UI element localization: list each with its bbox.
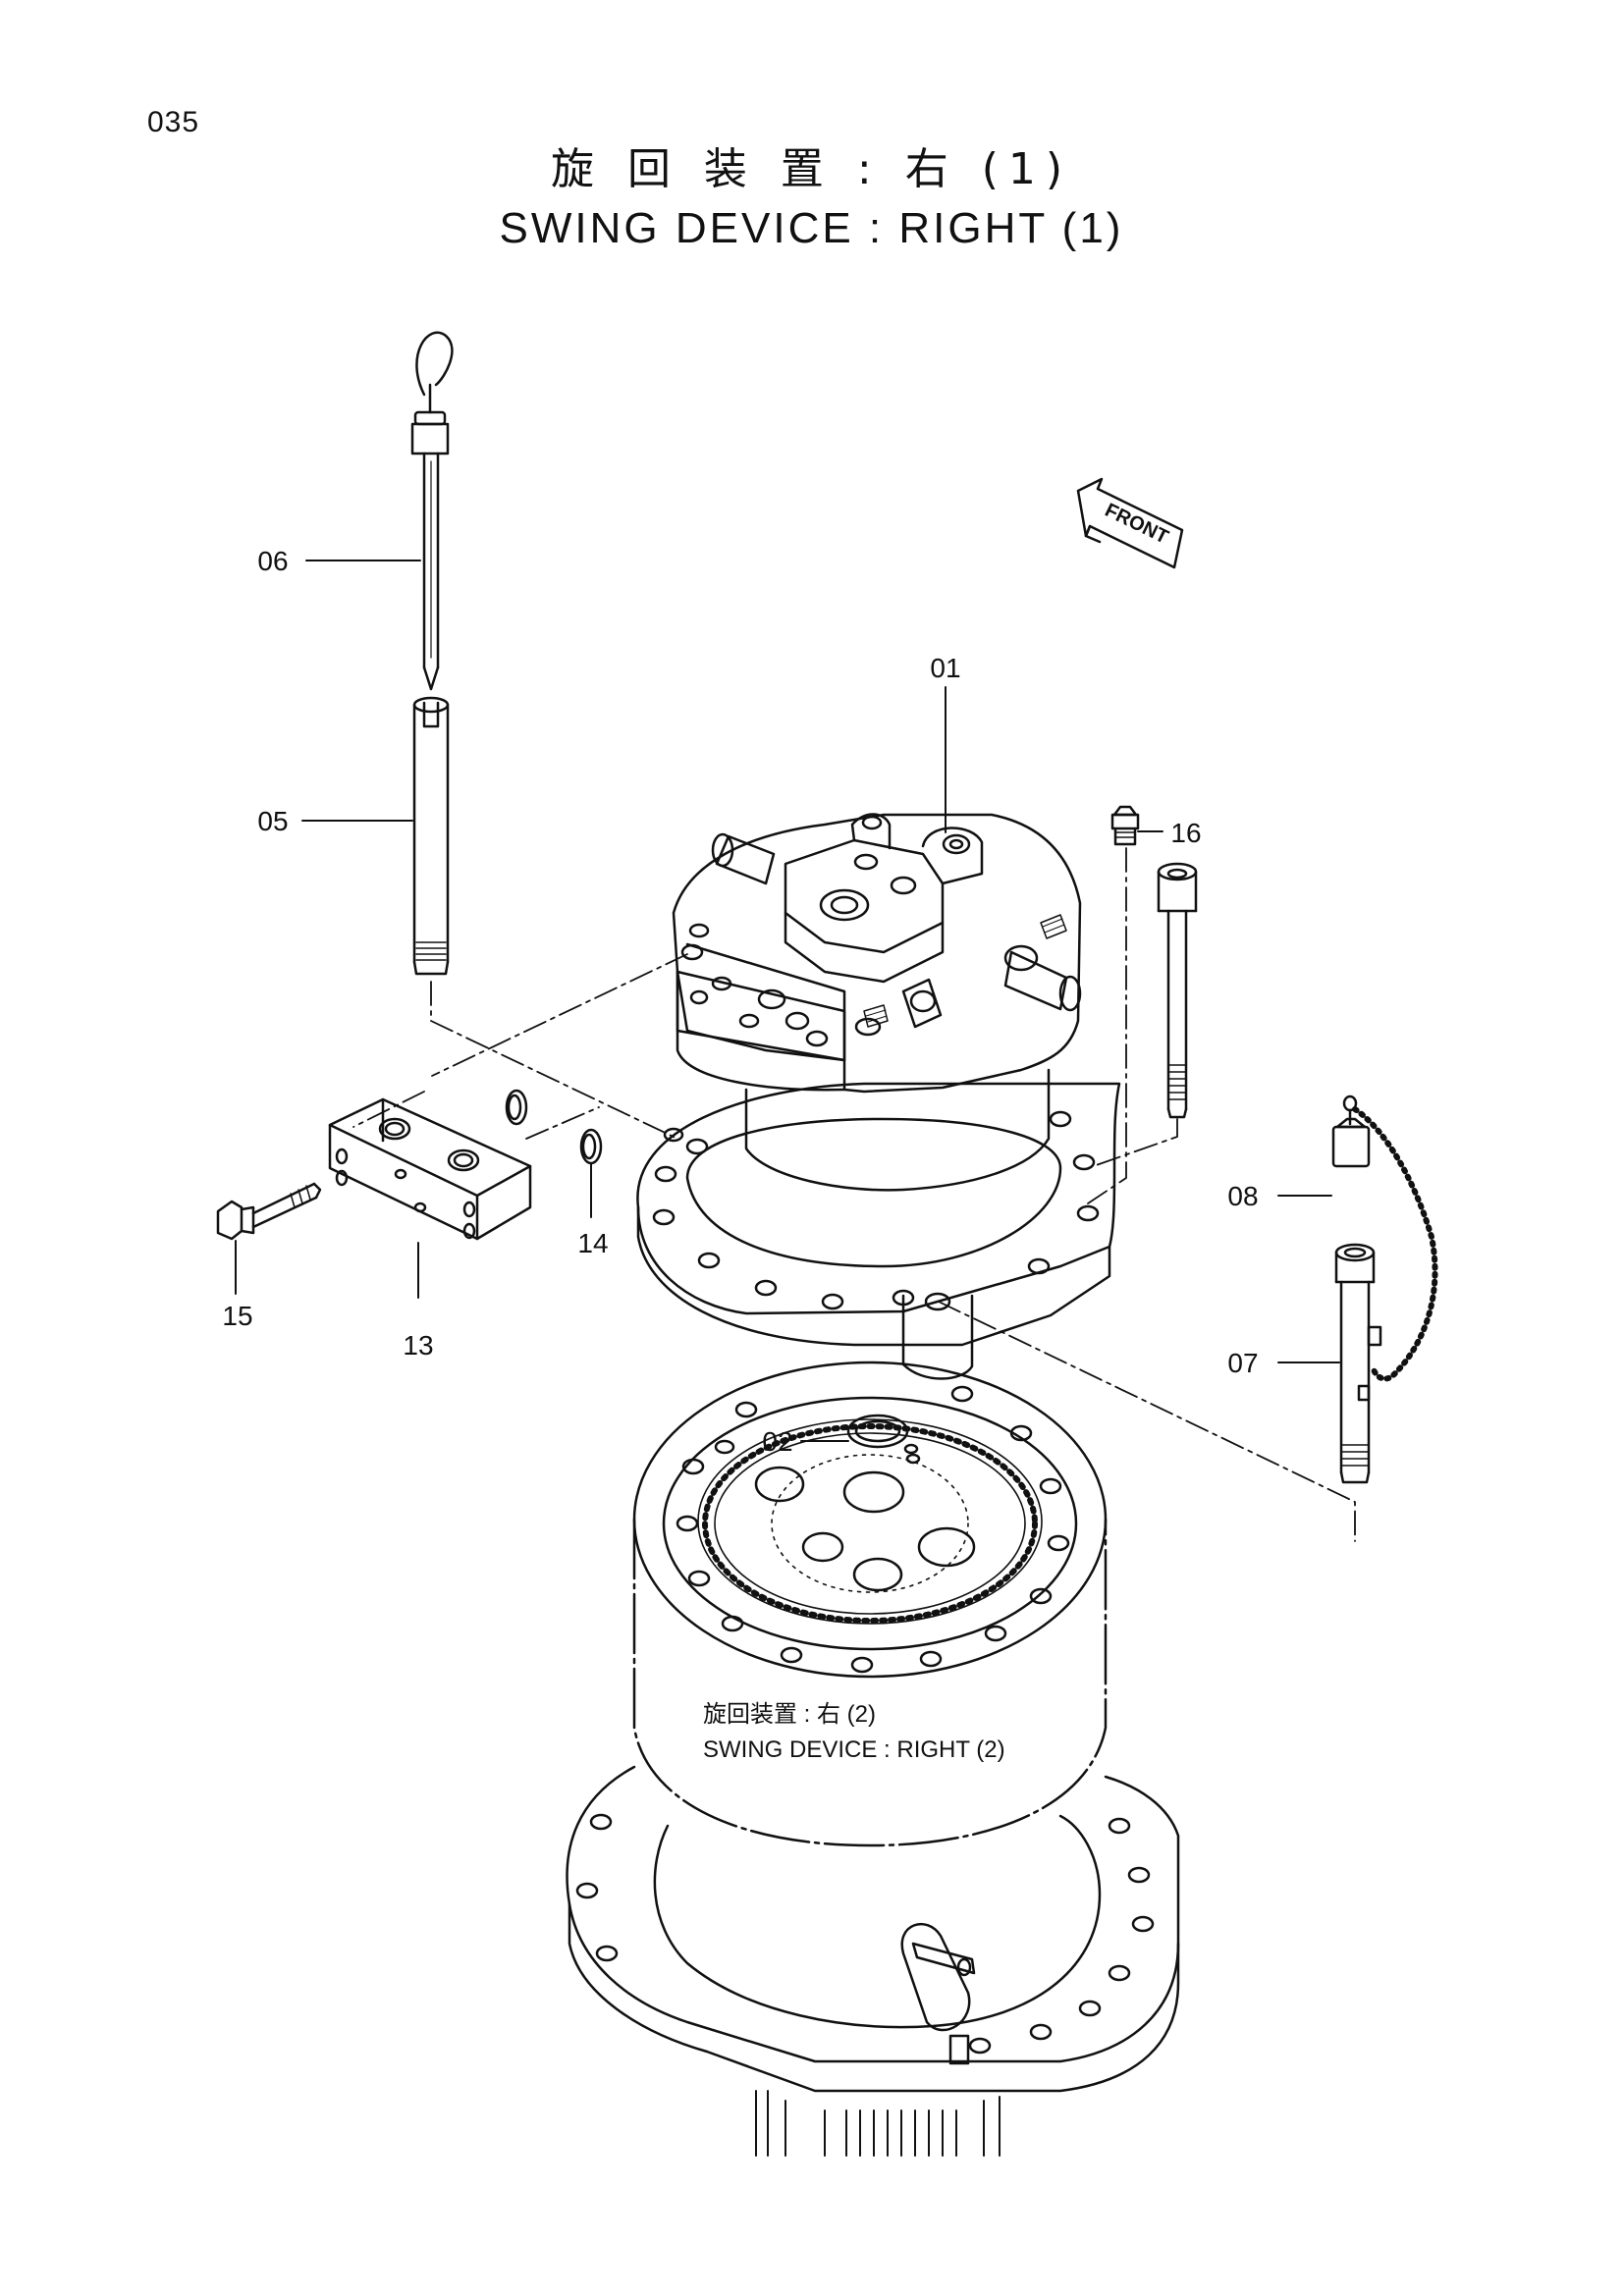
callout-13: 13 — [403, 1330, 433, 1361]
callout-14: 14 — [577, 1228, 608, 1258]
swing-motor — [636, 813, 1121, 1380]
callout-15: 15 — [222, 1301, 252, 1331]
subref-english: SWING DEVICE : RIGHT (2) — [703, 1736, 1005, 1763]
title-japanese: 旋 回 装 置 : 右 (1) — [550, 144, 1073, 194]
level-pipe — [412, 696, 450, 976]
callout-01: 01 — [930, 653, 960, 683]
callout-08: 08 — [1227, 1181, 1258, 1211]
callout-07: 07 — [1227, 1348, 1258, 1378]
o-ring-lower — [579, 1128, 603, 1165]
adapter-block — [328, 1097, 532, 1241]
dipstick-gauge — [410, 331, 454, 691]
plug — [1110, 805, 1140, 846]
level-pipe-07 — [1334, 1243, 1382, 1484]
callout-16: 16 — [1170, 818, 1201, 848]
reduction-gear-assembly — [566, 1361, 1180, 2157]
socket-bolt — [1157, 862, 1198, 1119]
callout-05: 05 — [257, 806, 288, 836]
o-ring-upper — [505, 1089, 528, 1126]
callout-02: 02 — [762, 1426, 792, 1457]
assembly-centerlines — [352, 847, 1356, 1542]
subref-japanese: 旋回装置 : 右 (2) — [703, 1701, 876, 1728]
front-arrow-icon: FRONT — [1076, 477, 1184, 569]
callout-06: 06 — [257, 546, 288, 576]
page-number: 035 — [147, 106, 200, 138]
title-english: SWING DEVICE : RIGHT (1) — [499, 204, 1124, 252]
leader-lines — [235, 560, 1340, 1442]
cap-with-chain — [1331, 1095, 1438, 1382]
hex-bolt — [216, 1182, 322, 1241]
title-block: 旋 回 装 置 : 右 (1) SWING DEVICE : RIGHT (1) — [0, 142, 1623, 256]
